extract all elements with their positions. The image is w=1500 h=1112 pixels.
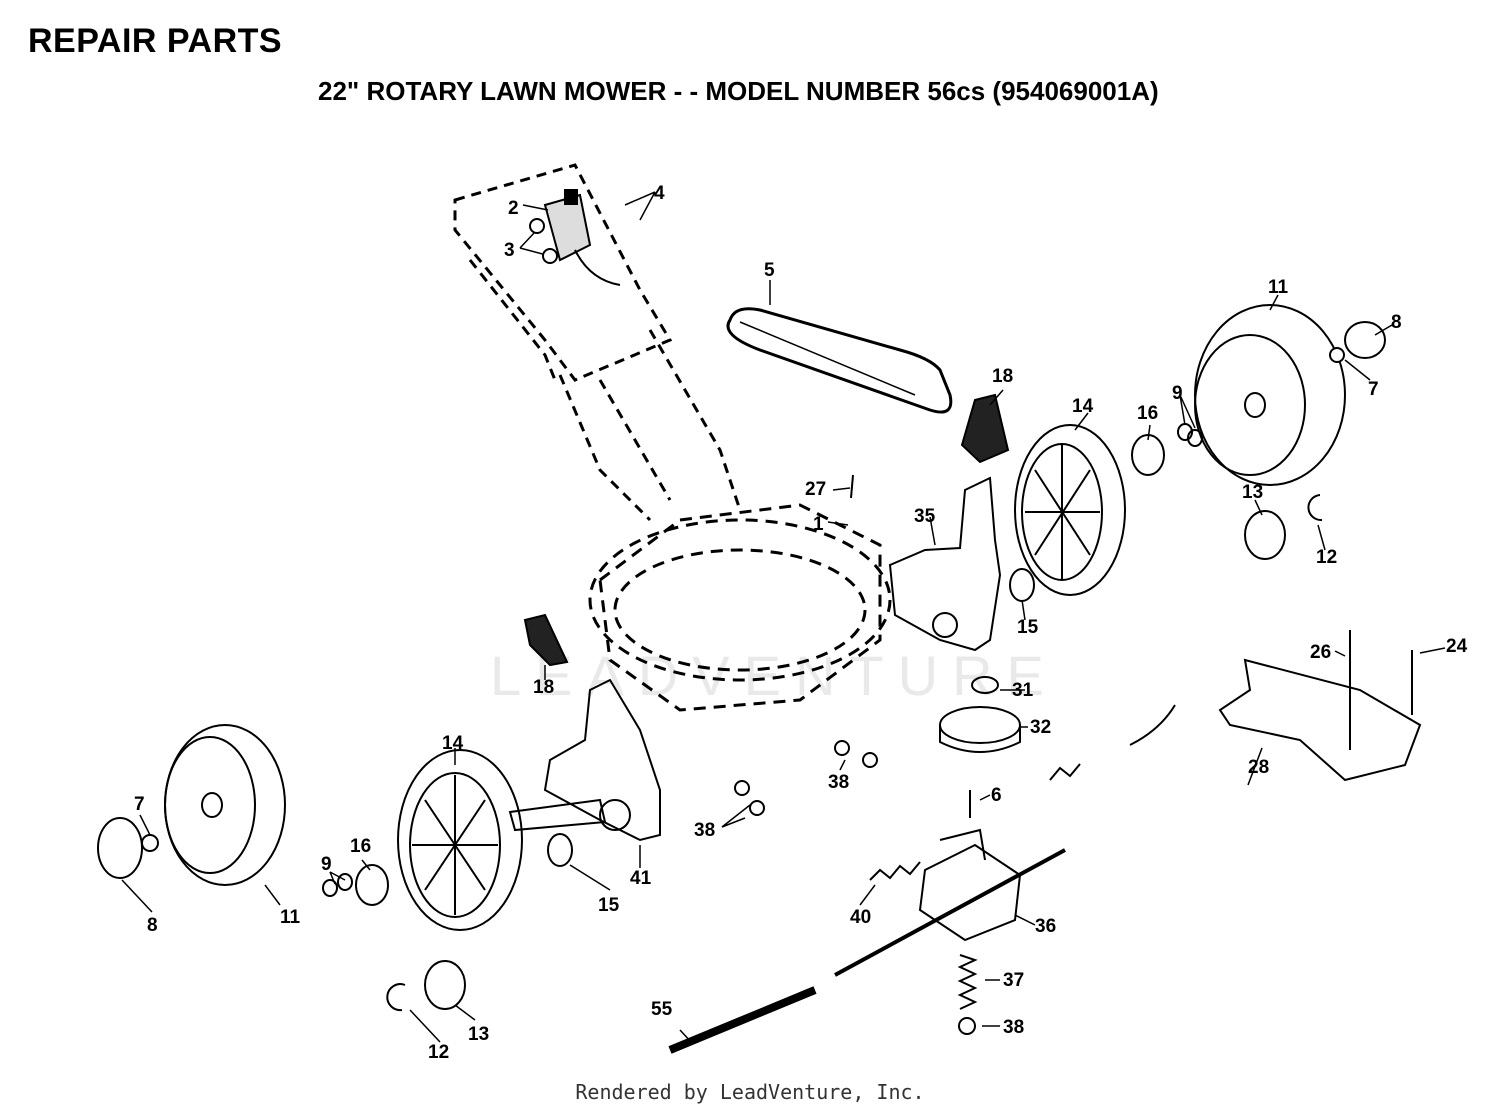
- callout-32: 32: [1030, 717, 1051, 738]
- callout-38-bottom: 38: [1003, 1017, 1024, 1038]
- right-drive-wheel: [1014, 424, 1126, 596]
- callout-3: 3: [504, 240, 515, 261]
- right-bearing: [1009, 568, 1035, 602]
- left-spacers: [322, 873, 353, 897]
- callout-18-upper: 18: [992, 366, 1013, 387]
- callout-8-left: 8: [147, 915, 158, 936]
- bolts: [850, 474, 1413, 818]
- drive-pulley: [939, 706, 1021, 753]
- rear-shield: [1218, 658, 1422, 782]
- left-c-clip: [386, 983, 406, 1012]
- callout-5: 5: [764, 260, 775, 281]
- callout-12-left: 12: [428, 1042, 449, 1063]
- callout-6: 6: [991, 785, 1002, 806]
- handle-assembly: [453, 163, 742, 522]
- page-title: REPAIR PARTS: [28, 22, 283, 60]
- callout-1: 1: [813, 514, 824, 535]
- hex-nuts: [141, 218, 1345, 1035]
- left-washer: [355, 864, 389, 906]
- callout-26: 26: [1310, 642, 1331, 663]
- callout-38-left: 38: [694, 820, 715, 841]
- callout-15-right: 15: [1017, 617, 1039, 638]
- callout-36: 36: [1035, 916, 1056, 937]
- callout-40: 40: [850, 907, 871, 928]
- callout-27: 27: [805, 479, 826, 500]
- left-pinion-gear: [424, 960, 466, 1010]
- callout-8-right: 8: [1391, 312, 1402, 333]
- footer-credit: Rendered by LeadVenture, Inc.: [575, 1080, 925, 1104]
- callout-16-right: 16: [1137, 403, 1158, 424]
- callout-13-left: 13: [468, 1024, 489, 1045]
- callout-15-left: 15: [598, 895, 620, 916]
- upper-grip: [960, 393, 1010, 464]
- callout-37: 37: [1003, 970, 1024, 991]
- left-hubcap: [97, 817, 143, 879]
- callout-18-lower: 18: [533, 677, 554, 698]
- mower-deck: [588, 503, 892, 712]
- right-c-clip: [1307, 494, 1323, 522]
- throttle-control: [543, 189, 621, 286]
- drive-belt: [726, 307, 953, 414]
- callout-38-center: 38: [828, 772, 849, 793]
- callout-4: 4: [654, 183, 665, 204]
- right-pinion-gear: [1244, 510, 1286, 560]
- left-axle-bracket: [508, 678, 661, 842]
- parts-drawing: [97, 163, 1446, 1054]
- lower-grip: [523, 613, 569, 667]
- callout-7-left: 7: [134, 794, 145, 815]
- callout-41: 41: [630, 868, 652, 889]
- callout-7-right: 7: [1368, 379, 1379, 400]
- right-axle-bracket: [888, 476, 1002, 652]
- callout-labels: 1 2 3 4 5 6 7 7 8 8 9 9 11 11 12 12 13 1…: [134, 183, 1468, 1063]
- shift-spring: [869, 861, 921, 881]
- callout-35: 35: [914, 506, 936, 527]
- right-washer: [1131, 434, 1165, 476]
- right-rear-wheel: [1194, 304, 1346, 486]
- callout-13-right: 13: [1242, 482, 1263, 503]
- callout-12-right: 12: [1316, 547, 1337, 568]
- callout-55: 55: [651, 999, 673, 1020]
- lower-spring: [957, 954, 978, 1010]
- callout-9-left: 9: [321, 854, 332, 875]
- callout-9-right: 9: [1172, 383, 1183, 404]
- callout-24: 24: [1446, 636, 1468, 657]
- leader-lines: [121, 191, 1446, 1044]
- cable-spring: [1049, 763, 1081, 781]
- transmission: [834, 828, 1066, 977]
- left-rear-wheel: [164, 724, 286, 886]
- right-rear-hubcap: [1344, 321, 1386, 359]
- callout-11-right: 11: [1268, 277, 1289, 298]
- control-cable: [1129, 704, 1176, 746]
- watermark-text: LEADVENTURE: [490, 644, 1058, 707]
- page-subtitle: 22" ROTARY LAWN MOWER - - MODEL NUMBER 5…: [318, 76, 1159, 106]
- callout-2: 2: [508, 198, 519, 219]
- left-drive-wheel: [397, 749, 523, 931]
- callout-16-left: 16: [350, 836, 371, 857]
- callout-31: 31: [1012, 680, 1034, 701]
- left-bearing: [547, 833, 573, 867]
- pulley-bolt: [971, 676, 999, 694]
- callout-28: 28: [1248, 757, 1269, 778]
- axle-shaft: [668, 986, 817, 1054]
- callout-14-right: 14: [1072, 396, 1094, 417]
- callout-11-left: 11: [280, 907, 301, 928]
- callout-14-left: 14: [442, 733, 464, 754]
